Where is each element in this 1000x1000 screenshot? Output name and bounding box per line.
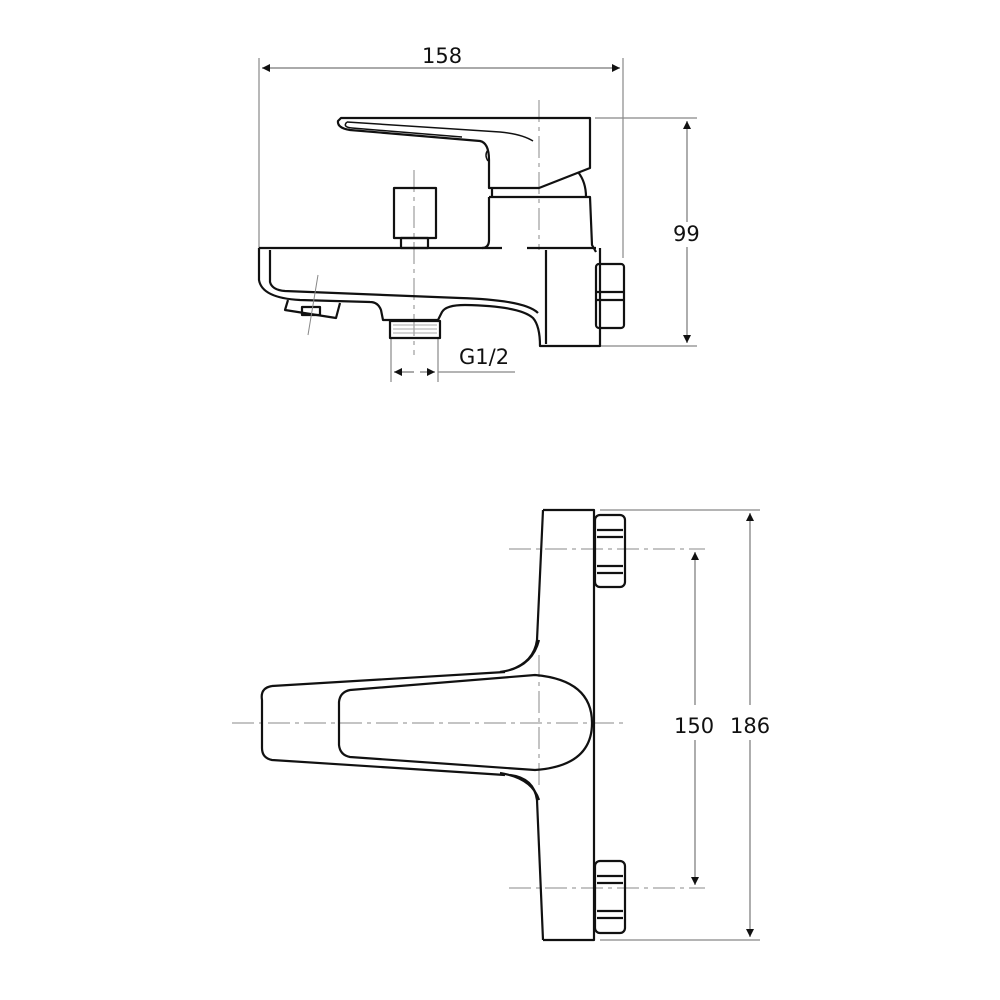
- dimension-label-g12: G1/2: [459, 345, 510, 369]
- side-centerlines: [413, 100, 540, 355]
- faucet-side-outline: [257, 116, 626, 348]
- dimension-g12: [390, 337, 515, 382]
- top-view: [232, 508, 760, 942]
- dimension-label-158: 158: [420, 44, 465, 68]
- dimension-label-186: 186: [730, 714, 771, 739]
- thread-hatching: [393, 324, 437, 334]
- dimension-186: [600, 509, 760, 941]
- faucet-top-outline: [260, 508, 627, 942]
- top-centerlines: [232, 548, 705, 889]
- dimension-label-150: 150: [674, 714, 715, 739]
- dimension-158: [258, 58, 624, 258]
- aerator-axis: [307, 274, 319, 336]
- side-view: [257, 58, 697, 382]
- dimension-label-99: 99: [673, 222, 700, 247]
